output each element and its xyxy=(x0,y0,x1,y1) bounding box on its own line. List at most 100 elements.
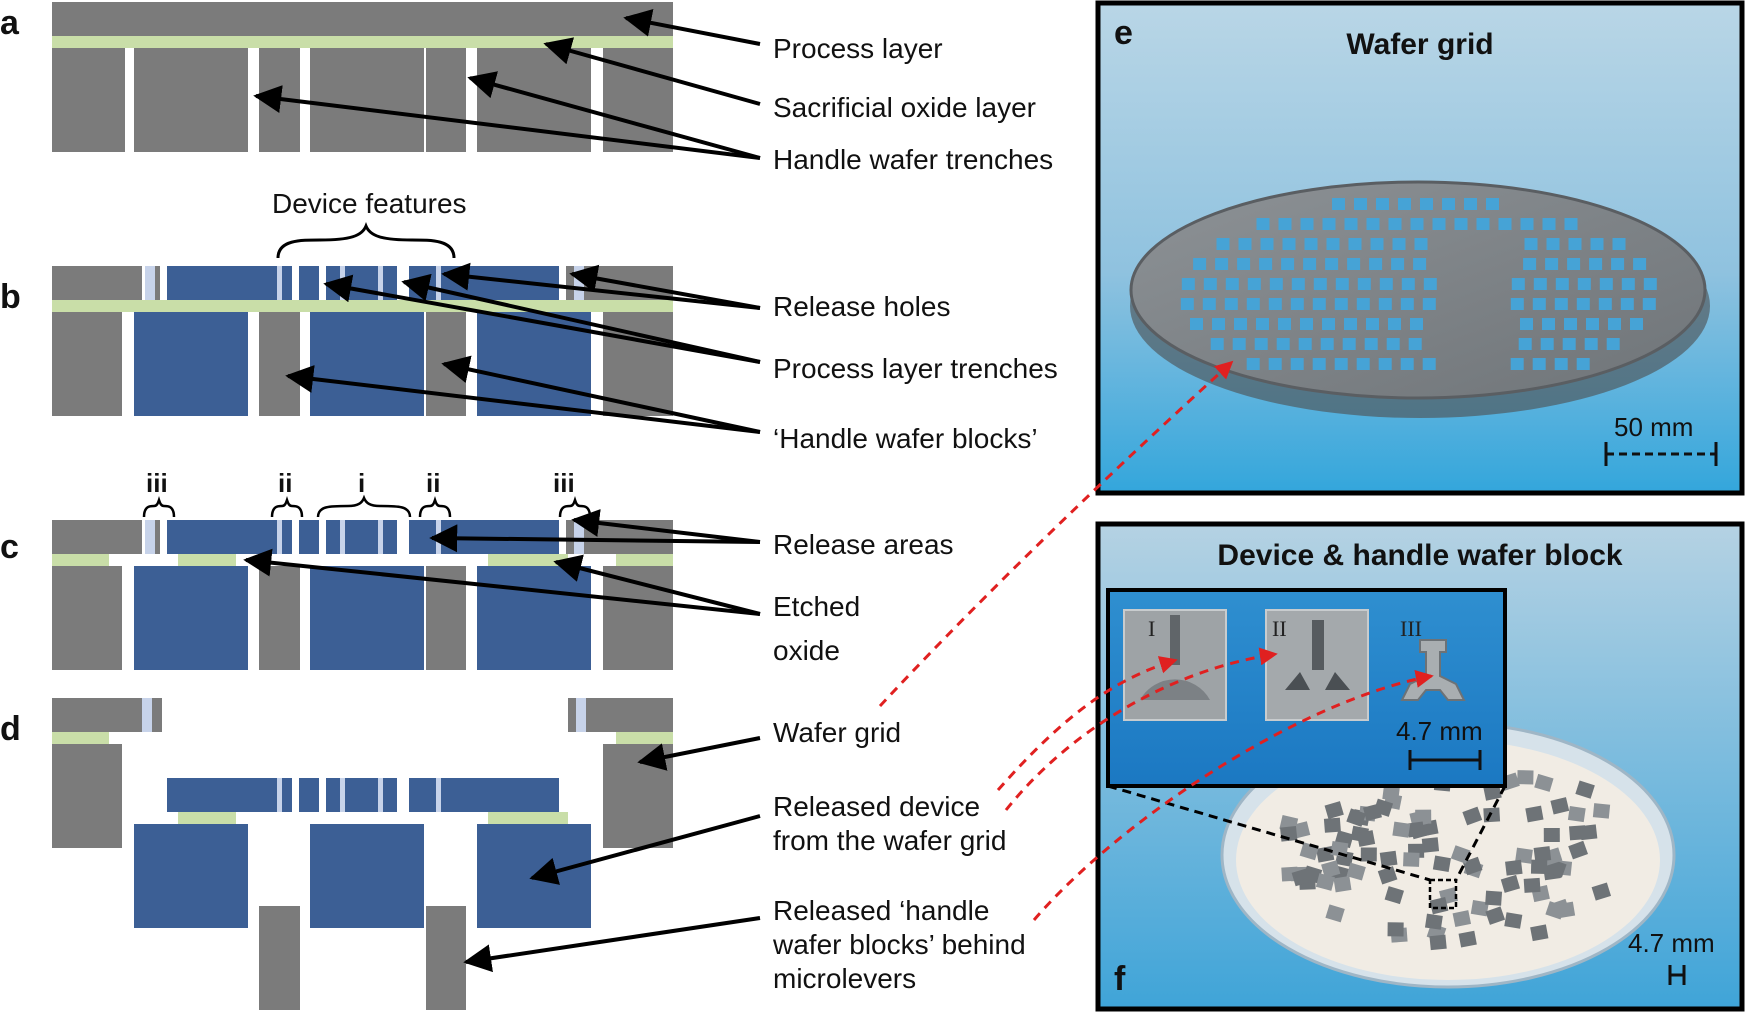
wafer-grid-hole xyxy=(1278,218,1292,230)
label-etched: Etched xyxy=(773,591,860,622)
wafer-grid-hole xyxy=(1312,358,1326,370)
chip xyxy=(1530,859,1548,874)
wafer-grid-hole xyxy=(1290,358,1304,370)
wafer-grid-hole xyxy=(1414,238,1428,250)
wafer-grid-holes xyxy=(1180,198,1657,370)
wafer-grid-hole xyxy=(1400,358,1414,370)
roman-i: i xyxy=(358,468,365,498)
wafer-grid-hole xyxy=(1376,198,1389,210)
wafer xyxy=(1129,180,1707,400)
wafer-grid-hole xyxy=(1366,218,1380,230)
wafer-grid-hole xyxy=(1520,318,1533,330)
label-release-areas: Release areas xyxy=(773,529,954,560)
wafer-grid-hole xyxy=(1630,318,1643,330)
wafer-grid-hole xyxy=(1546,238,1560,250)
chip xyxy=(1523,877,1541,893)
wafer-grid-hole xyxy=(1524,238,1538,250)
chip xyxy=(1452,910,1472,928)
chip xyxy=(1525,805,1544,823)
connector-wafer-grid xyxy=(878,360,1234,708)
wafer-grid-hole xyxy=(1259,258,1273,270)
wafer-grid-hole xyxy=(1540,338,1554,350)
wafer-grid-hole xyxy=(1577,278,1591,290)
wafer-grid-hole xyxy=(1400,298,1414,310)
wafer-grid-hole xyxy=(1225,278,1239,290)
wafer-grid-hole xyxy=(1398,198,1411,210)
chip xyxy=(1517,770,1534,785)
wafer-grid-hole xyxy=(1584,338,1598,350)
wafer-grid-hole xyxy=(1422,358,1436,370)
wafer-grid-hole xyxy=(1422,298,1436,310)
wafer-grid-hole xyxy=(1334,298,1348,310)
panel-letter-e: e xyxy=(1114,14,1133,52)
chip xyxy=(1429,897,1449,915)
wafer-grid-hole xyxy=(1268,358,1282,370)
chip xyxy=(1579,824,1598,841)
wafer-grid-hole xyxy=(1370,238,1384,250)
chip xyxy=(1533,846,1552,862)
chip xyxy=(1346,862,1366,881)
wafer-grid-hole xyxy=(1410,318,1423,330)
roman-iii-right: iii xyxy=(553,468,575,498)
panel-d-structure xyxy=(52,698,673,1010)
wafer-grid-hole xyxy=(1486,198,1499,210)
wafer-grid-hole xyxy=(1224,298,1238,310)
wafer-grid-hole xyxy=(1322,318,1335,330)
wafer-grid-hole xyxy=(1576,358,1590,370)
panel-d: d xyxy=(0,698,1026,1010)
chip xyxy=(1315,873,1335,891)
wafer-grid-hole xyxy=(1518,338,1532,350)
label-oxide: oxide xyxy=(773,635,840,666)
wafer-grid-hole xyxy=(1344,218,1358,230)
wafer-grid-hole xyxy=(1620,298,1634,310)
wafer-grid-hole xyxy=(1498,218,1512,230)
chip xyxy=(1406,821,1425,838)
label-wafer-grid: Wafer grid xyxy=(773,717,901,748)
roman-ii-right: ii xyxy=(426,468,440,498)
chip xyxy=(1356,830,1376,847)
panel-a-arrows xyxy=(253,9,761,160)
wafer-grid-hole xyxy=(1254,338,1268,350)
selected-chip-box xyxy=(1428,878,1458,910)
wafer-grid-hole xyxy=(1586,318,1599,330)
wafer-grid-hole xyxy=(1320,338,1334,350)
wafer-grid-hole xyxy=(1532,298,1546,310)
wafer-grid-hole xyxy=(1388,318,1401,330)
wafer-grid-hole xyxy=(1564,218,1578,230)
inset-label-III: III xyxy=(1400,616,1422,641)
wafer-grid-hole xyxy=(1392,238,1406,250)
roman-ii-left: ii xyxy=(278,468,292,498)
panel-c-arrows xyxy=(243,509,761,616)
chip xyxy=(1377,866,1398,885)
chip xyxy=(1373,798,1394,817)
wafer-grid-hole xyxy=(1612,238,1626,250)
wafer-grid-hole xyxy=(1464,198,1477,210)
chip xyxy=(1325,904,1345,923)
chip xyxy=(1483,783,1502,801)
chip xyxy=(1575,780,1595,799)
wafer-grid-hole xyxy=(1291,278,1305,290)
wafer-grid-hole xyxy=(1555,278,1569,290)
wafer-grid-hole xyxy=(1454,218,1468,230)
chip xyxy=(1421,837,1440,853)
wafer-grid-hole xyxy=(1386,338,1400,350)
wafer-grid-hole xyxy=(1326,238,1340,250)
wafer-grid-hole xyxy=(1234,318,1247,330)
label-process-layer: Process layer xyxy=(773,33,943,64)
handle-pillar xyxy=(426,48,466,152)
wafer-grid-hole xyxy=(1347,258,1361,270)
wafer-grid-hole xyxy=(1554,298,1568,310)
device-II-lever xyxy=(1312,620,1324,670)
wafer-grid-hole xyxy=(1298,338,1312,350)
device-features-brace xyxy=(276,221,456,259)
wafer-grid-hole xyxy=(1520,218,1534,230)
chip xyxy=(1545,901,1566,920)
wafer-grid-hole xyxy=(1354,198,1367,210)
scattered-chips xyxy=(1279,766,1612,951)
wafer-grid-hole xyxy=(1334,358,1348,370)
scale-bar-50mm: 50 mm xyxy=(1604,412,1718,466)
panel-c-braces xyxy=(142,494,592,518)
chip xyxy=(1346,808,1367,827)
chip xyxy=(1330,840,1349,858)
device-I-fan xyxy=(1140,679,1210,700)
